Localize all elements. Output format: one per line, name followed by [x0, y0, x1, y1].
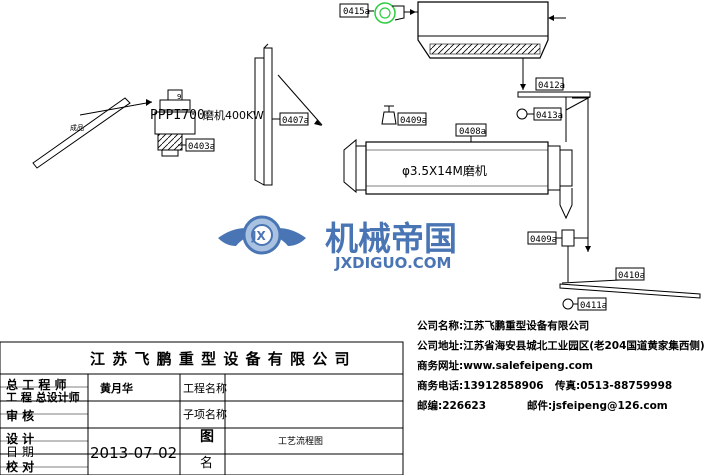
mill-label: 0408a	[459, 127, 486, 137]
tb-project-name-label: 工程名称	[183, 382, 227, 395]
fan-label: 0415a	[343, 7, 370, 17]
company-name: 公司名称:江苏飞鹏重型设备有限公司	[417, 320, 590, 332]
company-website: 商务网址:www.salefeipeng.com	[417, 360, 593, 372]
tb-chief-engineer-name: 黄月华	[100, 382, 133, 395]
title-block	[0, 341, 404, 475]
mill-spec: φ3.5X14M磨机	[402, 164, 487, 178]
press-label: 0403a	[188, 142, 215, 152]
feeder-top: 0412a 0413a	[516, 77, 591, 130]
hoist: 0409a	[381, 105, 427, 126]
company-fax: 传真:0513-88759998	[555, 380, 673, 392]
fan-assembly: 0415a	[339, 2, 418, 24]
ball-mill: 0408a φ3.5X14M磨机	[343, 123, 573, 220]
feeder-top-sub-label: 0413a	[536, 111, 563, 121]
conveyor-left-label: 成品	[70, 123, 84, 132]
tb-sub-item-label: 子项名称	[183, 408, 227, 421]
return-conveyor	[572, 97, 591, 252]
valve-label: 0409a	[530, 235, 557, 245]
watermark-logo: JX 机械帝国 JXDIGUO.COM	[218, 215, 457, 272]
company-email: 邮件:jsfeipeng@126.com	[527, 400, 668, 412]
roller-press: 9 PPPI700 磨机400KW 0403a	[150, 89, 264, 157]
elevator-label: 0407a	[282, 116, 309, 126]
belt-sub-label: 0411a	[580, 301, 607, 311]
separator	[417, 1, 566, 90]
hoist-label: 0409a	[400, 116, 427, 126]
tb-drawing-label: 图	[200, 429, 214, 445]
bucket-elevator: 0407a	[254, 43, 323, 186]
conveyor-left: 成品	[32, 97, 153, 169]
feeder-top-label: 0412a	[538, 81, 565, 91]
tb-name-label: 名	[200, 456, 214, 471]
tb-review-label: 审 核	[6, 409, 35, 423]
company-postcode: 邮编:226623	[417, 400, 487, 412]
press-model: PPPI700	[150, 108, 205, 123]
press-desc: 磨机400KW	[203, 108, 264, 122]
belt-label: 0410a	[618, 271, 645, 281]
watermark-cn: 机械帝国	[325, 219, 457, 258]
tb-date-value: 2013-07-02	[90, 444, 178, 462]
tb-chief-designer-label: 工 程 总设计师	[6, 391, 80, 404]
valve: 0409a	[527, 229, 588, 282]
tb-company: 江 苏 飞 鹏 重 型 设 备 有 限 公 司	[90, 350, 351, 368]
tb-date-label: 日 期	[6, 445, 34, 459]
tb-design-label: 设 计	[6, 432, 35, 446]
svg-text:9: 9	[177, 93, 181, 101]
company-address: 公司地址:江苏省海安县城北工业园区(老204国道黄家集西侧)	[417, 340, 705, 352]
emblem-text: JX	[251, 229, 266, 243]
tb-drawing-title: 工艺流程图	[278, 437, 324, 447]
company-phone: 商务电话:13912858906	[417, 380, 544, 392]
fan-icon	[374, 2, 396, 24]
tb-check-label: 校 对	[6, 460, 35, 474]
watermark-en: JXDIGUO.COM	[334, 254, 451, 272]
tb-chief-engineer-label: 总 工 程 师	[6, 378, 67, 392]
belt-conveyor: 0410a 0411a	[559, 267, 701, 311]
